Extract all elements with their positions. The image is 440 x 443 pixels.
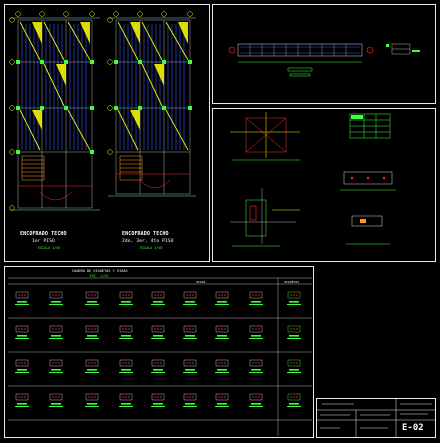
schedule-cell	[287, 393, 301, 407]
sheet-code: E-02	[402, 423, 424, 433]
schedule-cell	[49, 359, 63, 373]
schedule-cell	[287, 359, 301, 373]
schedule-cell	[15, 325, 29, 339]
schedule-cell	[183, 359, 197, 373]
beam-schedule-panel	[4, 266, 314, 438]
schedule-cell	[15, 291, 29, 305]
schedule-cell	[85, 291, 99, 305]
beam-elevation-panel	[212, 4, 436, 104]
schedule-cell	[15, 359, 29, 373]
schedule-cell	[151, 291, 165, 305]
schedule-cell	[287, 291, 301, 305]
schedule-cell	[249, 359, 263, 373]
schedule-cell	[85, 393, 99, 407]
schedule-header-viguetas: VIGUETAS	[284, 280, 300, 284]
schedule-cell	[215, 359, 229, 373]
schedule-cell	[151, 325, 165, 339]
plan-left-scale: ESCALA 1/50	[38, 246, 61, 250]
plan-left-subtitle: 1er PISO	[32, 239, 55, 244]
schedule-cell	[215, 325, 229, 339]
schedule-cell	[287, 325, 301, 339]
schedule-cell	[85, 325, 99, 339]
plan-right-title: ENCOFRADO TECHO	[122, 231, 169, 237]
schedule-cell	[215, 393, 229, 407]
schedule-cell	[49, 393, 63, 407]
title-block-panel	[316, 398, 436, 438]
schedule-cell	[183, 393, 197, 407]
schedule-cell	[49, 325, 63, 339]
schedule-subtitle: ESC. 1/25	[90, 274, 109, 278]
schedule-title: CUADRO DE VIGUETAS Y VIGAS	[72, 269, 128, 273]
schedule-cell	[15, 393, 29, 407]
schedule-cell	[151, 393, 165, 407]
plan-right-scale: ESCALA 1/50	[140, 246, 163, 250]
plan-left-title: ENCOFRADO TECHO	[20, 231, 67, 237]
schedule-cell	[119, 393, 133, 407]
schedule-cell	[119, 325, 133, 339]
schedule-cell	[151, 359, 165, 373]
schedule-cell	[215, 291, 229, 305]
schedule-header-vigas: VIGAS	[196, 280, 206, 284]
schedule-cell	[249, 325, 263, 339]
floor-plans-panel	[4, 4, 210, 262]
schedule-cell	[183, 291, 197, 305]
schedule-cell	[249, 291, 263, 305]
plan-right-subtitle: 2do, 3er, 4to PISO	[122, 239, 174, 244]
schedule-cell	[49, 291, 63, 305]
schedule-cell	[85, 359, 99, 373]
schedule-cell	[119, 359, 133, 373]
schedule-cell	[183, 325, 197, 339]
schedule-cell	[249, 393, 263, 407]
schedule-cell	[119, 291, 133, 305]
details-panel	[212, 108, 436, 262]
